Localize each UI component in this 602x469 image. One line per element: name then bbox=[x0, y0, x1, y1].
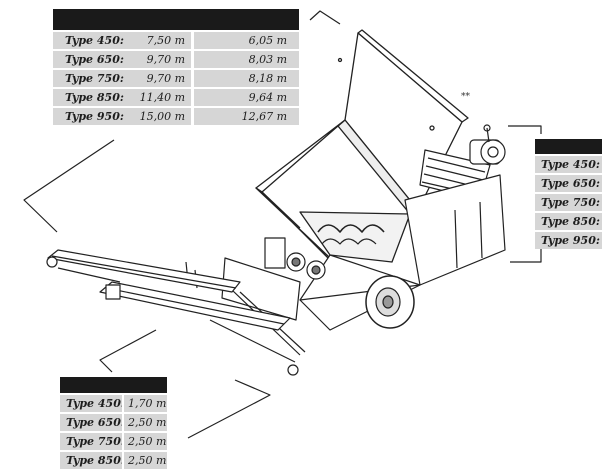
table-row: Type 950: 15,00 m 12,67 m bbox=[53, 108, 299, 125]
table-row: Type 650: 2,50 m bbox=[60, 414, 167, 431]
table-row: Type 750: 9,70 m 8,18 m bbox=[53, 70, 299, 87]
value-1: 1,70 m bbox=[124, 395, 167, 412]
table-row: Type 950: bbox=[535, 232, 602, 249]
value-1: 9,70 m bbox=[131, 70, 191, 87]
value-2: 8,03 m bbox=[194, 51, 299, 68]
annotation-marker: ** bbox=[461, 92, 470, 102]
table-row: Type 750: bbox=[535, 194, 602, 211]
leader-right-top bbox=[508, 125, 542, 134]
rollers bbox=[264, 237, 326, 280]
type-label: Type 850: bbox=[53, 89, 131, 106]
leader-bottom-right bbox=[187, 379, 271, 439]
leader-right-bottom bbox=[510, 245, 542, 263]
spec-table-right-header bbox=[535, 139, 602, 154]
value-1: 2,50 m bbox=[124, 414, 167, 431]
conveyor-upper bbox=[46, 249, 241, 293]
type-label: Type 750: bbox=[60, 433, 122, 450]
table-row: Type 450: 7,50 m 6,05 m bbox=[53, 32, 299, 49]
leader-top-right bbox=[309, 10, 341, 25]
type-label: Type 650: bbox=[60, 414, 122, 431]
type-label: Type 950: bbox=[535, 232, 602, 249]
value-2: 12,67 m bbox=[194, 108, 299, 125]
table-row: Type 650: 9,70 m 8,03 m bbox=[53, 51, 299, 68]
leader-bottom-left bbox=[99, 329, 157, 373]
value-2: 6,05 m bbox=[194, 32, 299, 49]
table-row: Type 850: 11,40 m 9,64 m bbox=[53, 89, 299, 106]
conveyor-lower bbox=[99, 281, 291, 331]
wheel bbox=[365, 275, 415, 329]
type-label: Type 650: bbox=[535, 175, 602, 192]
value-2: 8,18 m bbox=[194, 70, 299, 87]
table-row: Type 450: 1,70 m bbox=[60, 395, 167, 412]
type-label: Type 850: bbox=[60, 452, 122, 469]
value-2: 9,64 m bbox=[194, 89, 299, 106]
value-1: 11,40 m bbox=[131, 89, 191, 106]
motor bbox=[469, 124, 506, 165]
value-1: 2,50 m bbox=[124, 433, 167, 450]
value-1: 9,70 m bbox=[131, 51, 191, 68]
table-row: Type 850: bbox=[535, 213, 602, 230]
type-label: Type 950: bbox=[53, 108, 131, 125]
value-1: 15,00 m bbox=[131, 108, 191, 125]
type-label: Type 650: bbox=[53, 51, 131, 68]
type-label: Type 750: bbox=[535, 194, 602, 211]
type-label: Type 850: bbox=[535, 213, 602, 230]
table-row: Type 750: 2,50 m bbox=[60, 433, 167, 450]
chassis bbox=[299, 174, 506, 331]
table-row: Type 850: 2,50 m bbox=[60, 452, 167, 469]
type-label: Type 450: bbox=[60, 395, 122, 412]
spec-table-right: Type 450: Type 650: Type 750: Type 850: … bbox=[535, 139, 602, 249]
spec-table-bottom-header bbox=[60, 377, 167, 393]
spec-table-top-header bbox=[53, 9, 299, 30]
table-row: Type 450: bbox=[535, 156, 602, 173]
type-label: Type 450: bbox=[53, 32, 131, 49]
leader-top-left bbox=[23, 139, 115, 233]
value-1: 7,50 m bbox=[131, 32, 191, 49]
type-label: Type 450: bbox=[535, 156, 602, 173]
table-row: Type 650: bbox=[535, 175, 602, 192]
spec-table-bottom: Type 450: 1,70 m Type 650: 2,50 m Type 7… bbox=[60, 377, 167, 469]
type-label: Type 750: bbox=[53, 70, 131, 87]
spec-table-top: Type 450: 7,50 m 6,05 m Type 650: 9,70 m… bbox=[53, 9, 299, 125]
value-1: 2,50 m bbox=[124, 452, 167, 469]
